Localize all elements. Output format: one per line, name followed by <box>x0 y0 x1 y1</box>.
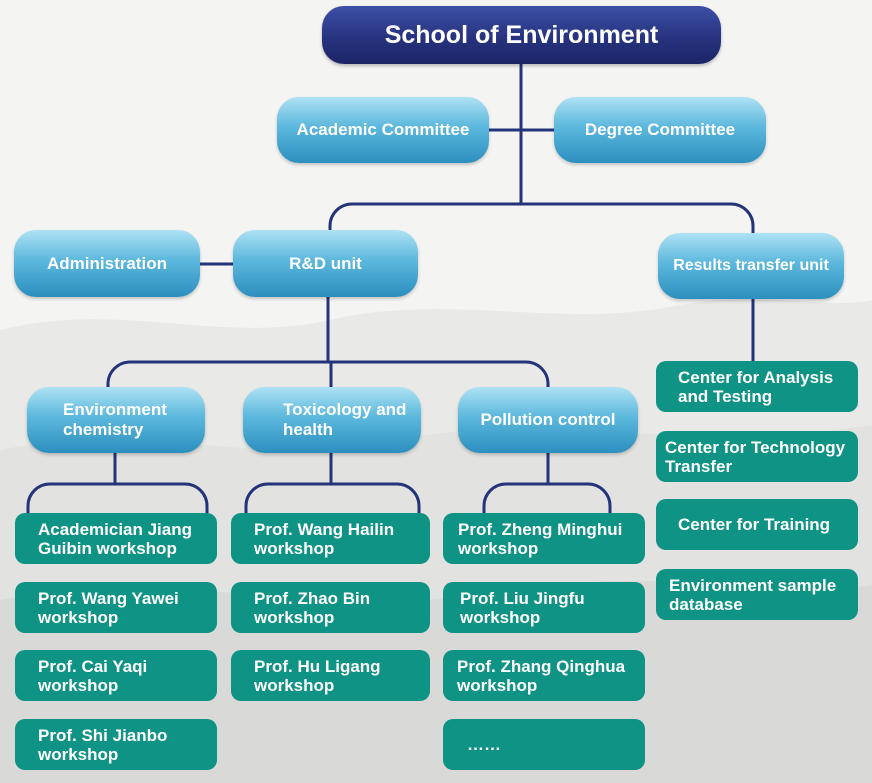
administration-node: Administration <box>14 230 200 297</box>
school-of-environment-node: School of Environment <box>322 6 721 64</box>
academic-committee-node: Academic Committee <box>277 97 489 163</box>
workshop-node: Academician Jiang Guibin workshop <box>15 513 217 564</box>
workshop-node: Prof. Wang Hailin workshop <box>231 513 430 564</box>
workshop-node: Prof. Zhang Qinghua workshop <box>443 650 645 701</box>
ellipsis-node: …… <box>443 719 645 770</box>
workshop-node: Prof. Liu Jingfu workshop <box>443 582 645 633</box>
workshop-node: Prof. Zhao Bin workshop <box>231 582 430 633</box>
degree-committee-node: Degree Committee <box>554 97 766 163</box>
environment-chemistry-node: Environment chemistry <box>27 387 205 453</box>
center-node: Center for Training <box>656 499 858 550</box>
center-node: Center for Technology Transfer <box>656 431 858 482</box>
workshop-node: Prof. Hu Ligang workshop <box>231 650 430 701</box>
pollution-control-node: Pollution control <box>458 387 638 453</box>
center-node: Environment sample database <box>656 569 858 620</box>
workshop-node: Prof. Zheng Minghui workshop <box>443 513 645 564</box>
workshop-node: Prof. Cai Yaqi workshop <box>15 650 217 701</box>
rd-unit-node: R&D unit <box>233 230 418 297</box>
workshop-node: Prof. Wang Yawei workshop <box>15 582 217 633</box>
toxicology-and-health-node: Toxicology and health <box>243 387 421 453</box>
results-transfer-unit-node: Results transfer unit <box>658 233 844 299</box>
center-node: Center for Analysis and Testing <box>656 361 858 412</box>
workshop-node: Prof. Shi Jianbo workshop <box>15 719 217 770</box>
